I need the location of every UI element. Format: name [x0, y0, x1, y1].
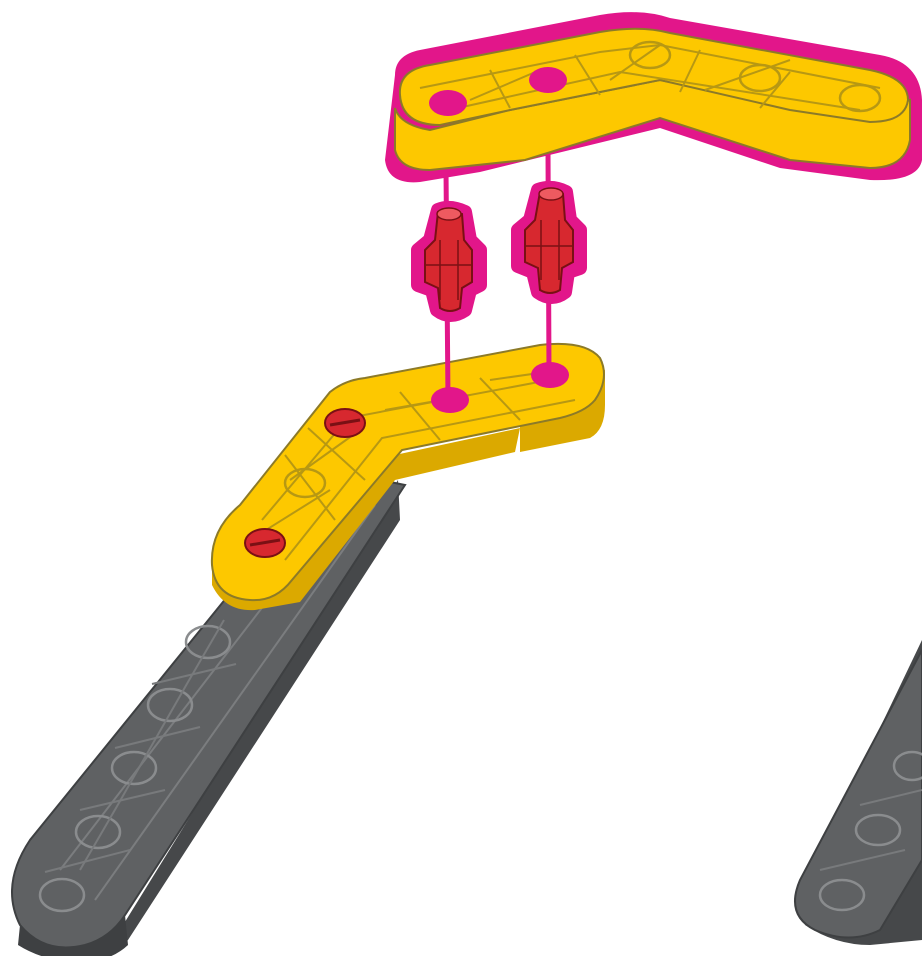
yellow-angle-beam-lower: [212, 344, 605, 610]
hole-highlight-1: [429, 90, 467, 116]
yellow-angle-beam-upper: [385, 12, 922, 182]
red-pin-end-lower-1: [245, 529, 285, 557]
gray-beam-left: [12, 470, 405, 956]
red-pin-end-lower-2: [325, 409, 365, 437]
hole-highlight-2: [529, 67, 567, 93]
red-pin-1: [418, 208, 480, 315]
gray-beam-right: [795, 640, 922, 945]
red-pin-2: [518, 188, 580, 297]
